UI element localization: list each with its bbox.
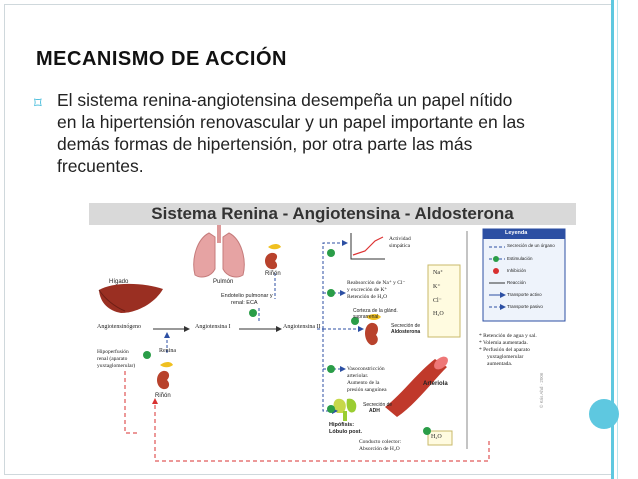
label-renina: Renina [159,348,176,354]
legend-item: Reacción [507,280,526,285]
label-vaso-4: presión sanguínea [347,387,387,393]
label-angiotensina-1: Angiotensina I [195,324,231,330]
label-adh-2: ADH [369,408,380,414]
label-hipoperfusion-3: yuxtaglomerular) [97,363,136,369]
label-angiotensina-2: Angiotensina II [283,324,321,330]
legend-item: Transporte activo [507,292,542,297]
legend-item: Inhibición [507,268,527,273]
diagram-title: Sistema Renina - Angiotensina - Aldoster… [89,203,576,225]
label-na: Na⁺ [433,270,444,276]
label-higado: Hígado [109,279,129,285]
label-corteza-2: suprarrenal [353,314,379,320]
result-2: * Volemia aumentada. [479,340,528,346]
label-endotelio-1: Endotelio pulmonar y [221,293,273,299]
label-endotelio-2: renal: ECA [231,300,258,306]
lungs-image [193,232,216,278]
result-1: * Retención de agua y sal. [479,333,537,339]
kidney-bottom-image [157,370,170,390]
label-angiotensinogeno: Angiotensinógeno [97,324,141,330]
label-actividad-2: simpática [389,243,411,249]
label-colector-2: Absorción de H₂O [359,446,400,452]
ion-box [427,264,461,338]
label-rinon-top: Riñón [265,271,281,277]
label-vaso-1: Vasoconstricción [347,366,385,372]
artery-image [385,359,447,417]
label-hipofisis-2: Lóbulo post. [329,429,362,435]
label-hipofisis-1: Hipófisis: [329,422,355,428]
accent-circle [589,399,619,429]
raas-diagram: Sistema Renina - Angiotensina - Aldoster… [85,203,580,467]
legend-title: Leyenda [505,230,528,236]
label-secrecion-aldo-2: Aldosterona [391,329,421,335]
label-vaso-3: Aumento de la [347,380,380,386]
label-vaso-2: arteriolar. [347,373,369,379]
bullet-icon: ⌑ [34,95,42,112]
liver-image [99,283,163,313]
label-arteriola: Arteriola [423,381,448,387]
label-h2o: H₂O [433,311,444,317]
result-5: aumentada. [487,361,513,367]
legend-item: Transporte pasivo [507,304,543,309]
legend-item: Secreción de un órgano [507,243,555,248]
label-h2o-bottom: H₂O [431,434,442,440]
label-cl: Cl⁻ [433,298,442,304]
bullet-text: El sistema renina-angiotensina desempeña… [57,90,525,176]
label-pulmon: Pulmón [213,279,234,285]
label-corteza-1: Corteza de la glánd. [353,308,398,314]
kidney-top-image [265,252,278,270]
result-4: yuxtaglomerular [487,354,524,360]
label-hipoperfusion-2: renal (aparato [97,356,128,362]
label-adh-1: Secreción de [363,402,393,408]
right-accent-bar [611,0,638,479]
label-reabs-3: Retención de H₂O [347,294,388,300]
label-colector-1: Conducto colector: [359,439,402,445]
label-actividad-1: Actividad [389,236,411,242]
legend-item: Estimulación [507,256,533,261]
diagram-svg [98,225,566,462]
slide-title: Mecanismo de acción [36,48,287,70]
label-hipoperfusion-1: Hipoperfusión [97,349,129,355]
label-reabs-1: Reabsorción de Na⁺ y Cl⁻ [347,280,406,286]
label-rinon-bottom: Riñón [155,393,171,399]
credit-text: © Kris Ahd · 2006 [539,372,544,408]
result-3: * Perfusión del aparato [479,347,530,353]
label-k: K⁺ [433,284,441,290]
pituitary-image [333,398,346,413]
label-secrecion-aldo-1: Secreción de [391,323,421,329]
label-reabs-2: y excreción de K⁺ [347,287,388,293]
